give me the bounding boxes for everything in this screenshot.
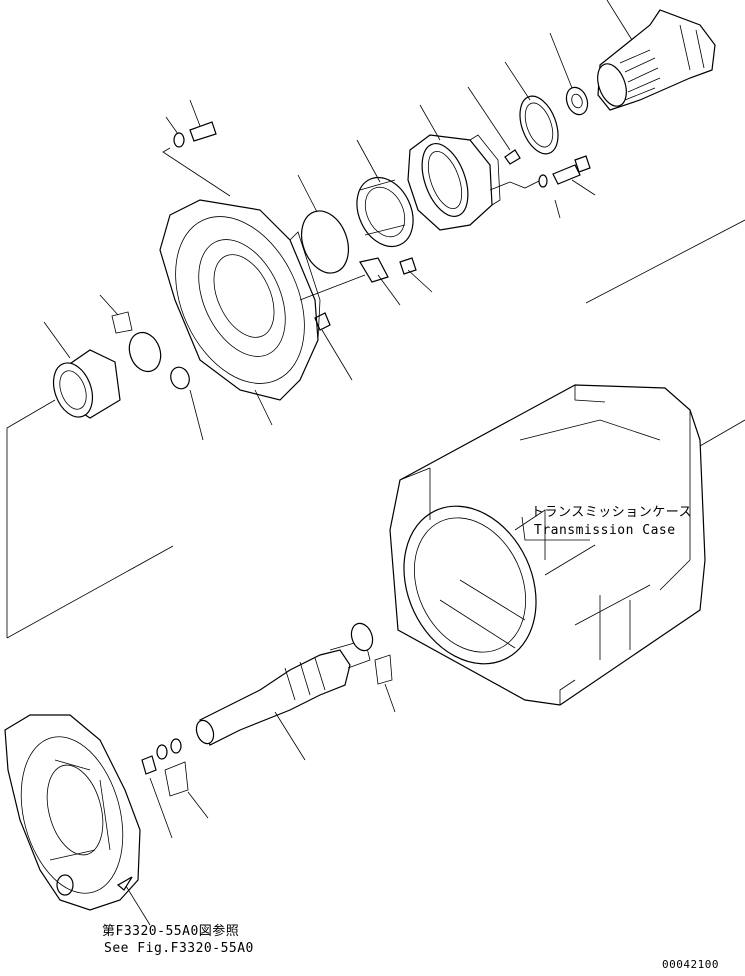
o-ring-large-leader <box>297 174 318 213</box>
o-ring-large <box>301 210 349 274</box>
roller-bearing <box>356 176 414 248</box>
cover-bolt-leader-a <box>165 116 179 135</box>
dowel-pin <box>504 149 521 165</box>
shaft-leader <box>274 711 306 761</box>
o-ring-small <box>170 366 190 390</box>
shaft-ring <box>350 622 393 685</box>
spring-pin-leader <box>149 777 173 839</box>
seal-ring-leader <box>504 61 531 101</box>
small-bolt-leader <box>407 269 433 293</box>
bearing-race <box>52 349 121 419</box>
flange-leader <box>606 0 633 41</box>
front-cover-leader <box>254 389 273 426</box>
bearing-leader <box>356 139 381 183</box>
case-label-leader <box>521 516 590 541</box>
transmission-case <box>389 384 706 706</box>
ref-leader <box>125 885 151 926</box>
dowel-pin-leader <box>467 86 511 151</box>
nut-leader <box>549 32 573 89</box>
plug-leader <box>321 329 353 381</box>
input-shaft <box>195 639 371 746</box>
washer-pair <box>156 738 189 797</box>
drawing-code: 00042100 <box>662 958 719 971</box>
snap-ring-leader <box>99 294 119 316</box>
retainer-bolt <box>538 155 591 188</box>
output-flange <box>597 9 716 111</box>
retainer-leader <box>419 104 441 141</box>
case-leader-right <box>699 419 745 447</box>
bolt-leader <box>571 179 596 196</box>
ref-arrow <box>116 876 133 891</box>
retainer-bolt-line <box>489 177 546 191</box>
spring-pin <box>141 755 157 775</box>
case-label-jp: トランスミッションケース <box>531 505 693 520</box>
bearing-bracket-line <box>6 399 56 638</box>
washer-leader-lower <box>187 791 209 819</box>
washer-leader <box>554 199 561 219</box>
o-ring-small-leader <box>189 389 204 441</box>
case-label-en: Transmission Case <box>534 523 676 538</box>
ref-label-jp: 第F3320-55A0図参照 <box>102 924 240 939</box>
lock-nut <box>565 86 589 116</box>
case-leader-top <box>585 219 745 304</box>
cover-bolt-leader-b <box>189 99 201 127</box>
race-leader <box>43 321 71 359</box>
case-leader-left <box>6 545 174 639</box>
cover-bolt <box>173 121 217 148</box>
front-cover <box>159 199 366 401</box>
seal-ring <box>519 95 559 155</box>
snap-ring <box>111 311 162 373</box>
small-bolt <box>399 257 417 275</box>
bearing-retainer <box>407 134 501 231</box>
rear-cover <box>4 714 141 911</box>
shaft-ring-leader <box>384 683 396 713</box>
ref-label-en: See Fig.F3320-55A0 <box>104 941 254 956</box>
shim-plate <box>359 257 389 283</box>
cover-bolt-line <box>162 147 231 197</box>
shim-leader <box>377 274 401 306</box>
